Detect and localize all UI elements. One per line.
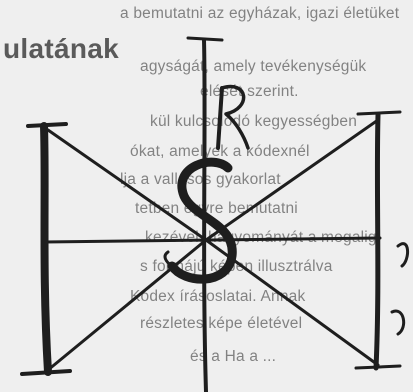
edge-curl-2 xyxy=(390,309,406,336)
text-line: lja a vallásos gyakorlat xyxy=(120,171,281,188)
edge-curl-1 xyxy=(396,242,409,268)
left-vertical-stroke xyxy=(40,122,52,376)
letter-s xyxy=(167,157,237,284)
text-line: részletes képe életével xyxy=(140,315,303,332)
letter-s-hook xyxy=(163,250,174,268)
left-serif-bottom xyxy=(20,369,72,376)
right-serif-top xyxy=(356,110,402,116)
letter-r-bowl xyxy=(220,84,250,150)
diagonal-upper-left xyxy=(46,128,208,242)
right-vertical-stroke xyxy=(373,112,381,371)
letter-r-stem xyxy=(216,86,224,150)
text-line: kül kulcsolódó kegyességben xyxy=(150,113,358,130)
cross-vertical xyxy=(202,38,208,392)
text-line: Kódex írásoslatai. Annak xyxy=(130,288,306,305)
text-line: a bemutatni az egyházak, igazi életüket xyxy=(120,5,400,22)
cross-top-bar xyxy=(186,36,224,42)
diagonal-lower-left xyxy=(46,238,208,372)
section-heading: ulatának xyxy=(3,33,119,64)
text-line: és a Ha a ... xyxy=(190,348,277,365)
left-serif-top xyxy=(26,122,68,128)
text-line: s formájú képen illusztrálva xyxy=(140,258,333,275)
right-serif-bottom xyxy=(354,364,402,370)
diagonal-upper-right xyxy=(204,118,380,242)
horizontal-bar xyxy=(42,236,382,244)
text-line: agyságát, amely tevékenységük xyxy=(140,58,367,75)
text-line: ókat, amelyek a kódexnél xyxy=(130,143,310,160)
